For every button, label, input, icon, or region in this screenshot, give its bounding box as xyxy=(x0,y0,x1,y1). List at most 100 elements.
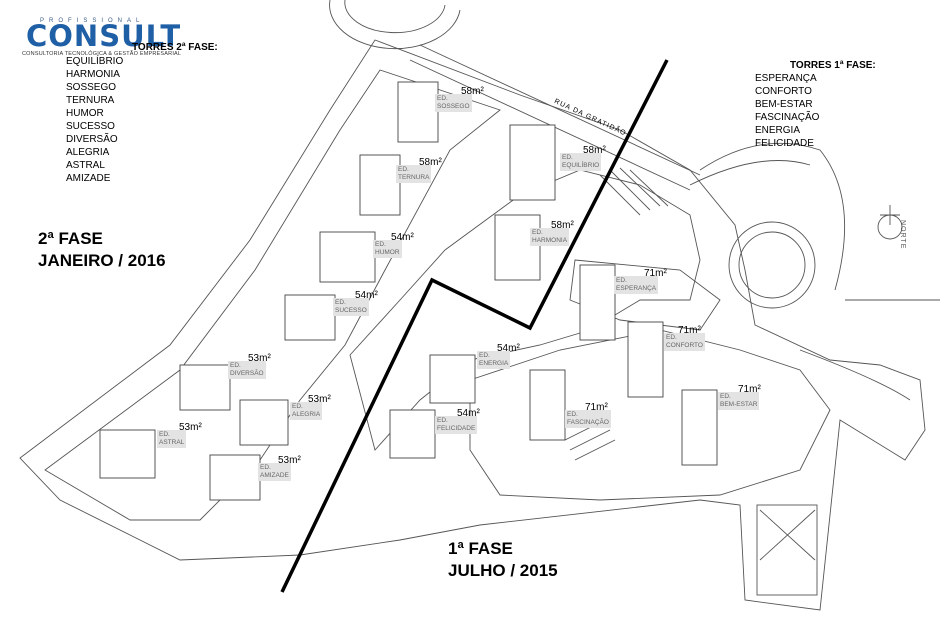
building-name-tag: ED.EQUILÍBRIO xyxy=(560,153,602,171)
building-label-humor: 54m² ED.HUMOR xyxy=(373,232,414,258)
tower-list-item: HUMOR xyxy=(66,108,104,119)
towers-phase1-list: ESPERANÇA CONFORTO BEM-ESTAR FASCINAÇÃO … xyxy=(755,72,819,150)
tower-list-item: CONFORTO xyxy=(755,86,812,97)
building-label-fascinacao: 71m² ED.FASCINAÇÃO xyxy=(565,402,611,428)
phase1-label: 1ª FASE JULHO / 2015 xyxy=(448,538,558,582)
building-footprints xyxy=(99,81,718,501)
building-area: 58m² xyxy=(583,145,606,156)
building-ed: ED. xyxy=(398,166,409,173)
building-name-tag: ED.ASTRAL xyxy=(157,430,187,448)
building-label-esperanca: 71m² ED.ESPERANÇA xyxy=(614,268,667,294)
building-name-tag: ED.ESPERANÇA xyxy=(614,276,659,294)
building-label-ternura: 58m² ED.TERNURA xyxy=(396,157,442,183)
building-area: 54m² xyxy=(497,343,520,354)
building-label-bem-estar: 71m² ED.BEM-ESTAR xyxy=(718,384,761,410)
logo: CONSULT xyxy=(26,19,182,53)
building-ed: ED. xyxy=(479,352,490,359)
building-label-diversao: 53m² ED.DIVERSÃO xyxy=(228,353,271,379)
building-name: FASCINAÇÃO xyxy=(567,419,609,426)
building-ed: ED. xyxy=(720,393,731,400)
tower-list-item: FASCINAÇÃO xyxy=(755,112,820,123)
building-name: HARMONIA xyxy=(532,237,568,244)
building-name: BEM-ESTAR xyxy=(720,401,758,408)
building-name: EQUILÍBRIO xyxy=(562,162,600,169)
building-area: 71m² xyxy=(585,402,608,413)
tower-list-item: ENERGIA xyxy=(755,125,801,136)
building-area: 71m² xyxy=(738,384,761,395)
building-label-harmonia: 58m² ED.HARMONIA xyxy=(530,220,574,246)
building-area: 53m² xyxy=(248,353,271,364)
building-name: ENERGIA xyxy=(479,360,509,367)
building-label-energia: 54m² ED.ENERGIA xyxy=(477,343,520,369)
building-name: ESPERANÇA xyxy=(616,285,657,292)
tower-list-item: EQUILÍBRIO xyxy=(66,56,124,67)
building-area: 58m² xyxy=(551,220,574,231)
building-ed: ED. xyxy=(260,464,271,471)
building-name: CONFORTO xyxy=(666,342,703,349)
tower-list-item: HARMONIA xyxy=(66,69,120,80)
building-area: 71m² xyxy=(644,268,667,279)
tower-list-item: SUCESSO xyxy=(66,121,115,132)
building-label-felicidade: 54m² ED.FELICIDADE xyxy=(435,408,480,434)
building-name: SOSSEGO xyxy=(437,103,470,110)
building-name: FELICIDADE xyxy=(437,425,476,432)
building-ed: ED. xyxy=(567,411,578,418)
tower-list-item: TERNURA xyxy=(66,95,115,106)
towers-phase1-title: TORRES 1ª FASE: xyxy=(790,60,876,71)
building-label-alegria: 53m² ED.ALEGRIA xyxy=(290,394,331,420)
building-name: ASTRAL xyxy=(159,439,185,446)
building-ed: ED. xyxy=(437,95,448,102)
building-name: SUCESSO xyxy=(335,307,367,314)
phase1-title: 1ª FASE xyxy=(448,539,513,558)
tower-list-item: BEM-ESTAR xyxy=(755,99,813,110)
building-name-tag: ED.HUMOR xyxy=(373,240,402,258)
tower-list-item: FELICIDADE xyxy=(755,138,814,149)
logo-subtitle: PROFISSIONAL xyxy=(40,18,145,24)
logo-caption: CONSULTORIA TECNOLÓGICA & GESTÃO EMPRESA… xyxy=(22,51,182,57)
phase-divider-line xyxy=(280,59,669,593)
building-ed: ED. xyxy=(437,417,448,424)
building-ed: ED. xyxy=(666,334,677,341)
building-name-tag: ED.AMIZADE xyxy=(258,463,291,481)
tower-list-item: DIVERSÃO xyxy=(66,134,118,145)
building-label-astral: 53m² ED.ASTRAL xyxy=(157,422,202,448)
building-ed: ED. xyxy=(616,277,627,284)
building-ed: ED. xyxy=(375,241,386,248)
building-name: HUMOR xyxy=(375,249,400,256)
tower-list-item: ALEGRIA xyxy=(66,147,110,158)
building-name-tag: ED.HARMONIA xyxy=(530,228,570,246)
phase2-title: 2ª FASE xyxy=(38,229,103,248)
building-ed: ED. xyxy=(532,229,543,236)
building-ed: ED. xyxy=(562,154,573,161)
north-label: NORTE xyxy=(899,220,906,250)
building-name: ALEGRIA xyxy=(292,411,321,418)
tower-list-item: SOSSEGO xyxy=(66,82,117,93)
building-label-sucesso: 54m² ED.SUCESSO xyxy=(333,290,378,316)
towers-phase2-title: TORRES 2ª FASE: xyxy=(132,42,218,53)
building-name-tag: ED.ALEGRIA xyxy=(290,402,323,420)
building-ed: ED. xyxy=(230,362,241,369)
building-name: AMIZADE xyxy=(260,472,289,479)
building-label-conforto: 71m² ED.CONFORTO xyxy=(664,325,705,351)
building-name-tag: ED.BEM-ESTAR xyxy=(718,392,760,410)
building-name-tag: ED.SOSSEGO xyxy=(435,94,472,112)
building-ed: ED. xyxy=(159,431,170,438)
building-label-equilibrio: 58m² ED.EQUILÍBRIO xyxy=(560,145,606,171)
building-name-tag: ED.ENERGIA xyxy=(477,351,511,369)
tower-list-item: AMIZADE xyxy=(66,173,111,184)
building-area: 54m² xyxy=(355,290,378,301)
building-name-tag: ED.CONFORTO xyxy=(664,333,705,351)
building-area: 58m² xyxy=(419,157,442,168)
phase2-date: JANEIRO / 2016 xyxy=(38,251,166,270)
building-name-tag: ED.FELICIDADE xyxy=(435,416,478,434)
towers-phase2-list: EQUILÍBRIO HARMONIA SOSSEGO TERNURA HUMO… xyxy=(66,55,123,185)
building-area: 54m² xyxy=(391,232,414,243)
building-area: 71m² xyxy=(678,325,701,336)
building-area: 54m² xyxy=(457,408,480,419)
building-label-amizade: 53m² ED.AMIZADE xyxy=(258,455,301,481)
building-area: 53m² xyxy=(278,455,301,466)
tower-list-item: ASTRAL xyxy=(66,160,105,171)
building-name-tag: ED.SUCESSO xyxy=(333,298,369,316)
building-label-sossego: 58m² ED.SOSSEGO xyxy=(435,86,484,112)
